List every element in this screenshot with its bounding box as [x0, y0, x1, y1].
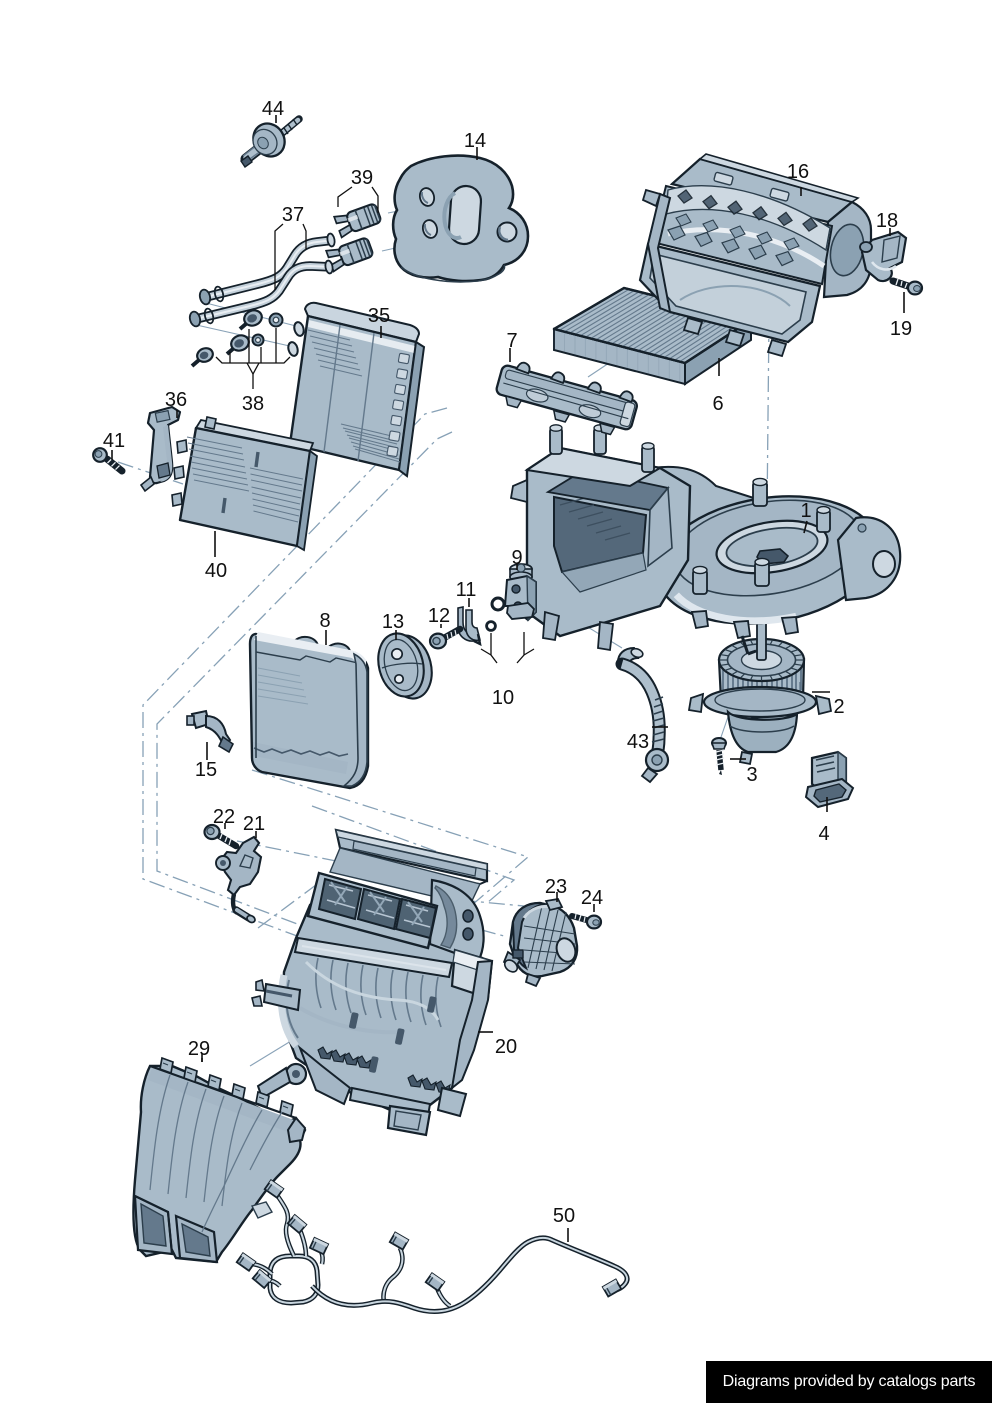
svg-text:21: 21	[243, 813, 265, 835]
svg-text:2: 2	[833, 696, 844, 718]
svg-text:1: 1	[800, 500, 811, 522]
svg-text:40: 40	[205, 560, 227, 582]
svg-text:44: 44	[262, 98, 284, 120]
svg-text:35: 35	[368, 305, 390, 327]
svg-text:8: 8	[319, 610, 330, 632]
svg-text:7: 7	[506, 330, 517, 352]
svg-text:37: 37	[282, 204, 304, 226]
svg-text:18: 18	[876, 210, 898, 232]
svg-text:6: 6	[712, 393, 723, 415]
svg-text:20: 20	[495, 1036, 517, 1058]
svg-text:15: 15	[195, 759, 217, 781]
svg-text:39: 39	[351, 167, 373, 189]
svg-text:29: 29	[188, 1038, 210, 1060]
svg-text:11: 11	[456, 579, 477, 601]
svg-text:50: 50	[553, 1205, 575, 1227]
svg-text:10: 10	[492, 687, 514, 709]
svg-text:16: 16	[787, 161, 809, 183]
svg-text:24: 24	[581, 887, 603, 909]
svg-text:9: 9	[511, 547, 522, 569]
svg-text:19: 19	[890, 318, 912, 340]
svg-text:3: 3	[746, 764, 757, 786]
svg-text:22: 22	[213, 806, 235, 828]
svg-text:36: 36	[165, 389, 187, 411]
svg-text:4: 4	[818, 823, 829, 845]
svg-text:12: 12	[428, 605, 450, 627]
svg-text:13: 13	[382, 611, 404, 633]
svg-text:23: 23	[545, 876, 567, 898]
svg-text:14: 14	[464, 130, 486, 152]
svg-text:41: 41	[103, 430, 125, 452]
svg-text:43: 43	[627, 731, 649, 753]
svg-text:38: 38	[242, 393, 264, 415]
